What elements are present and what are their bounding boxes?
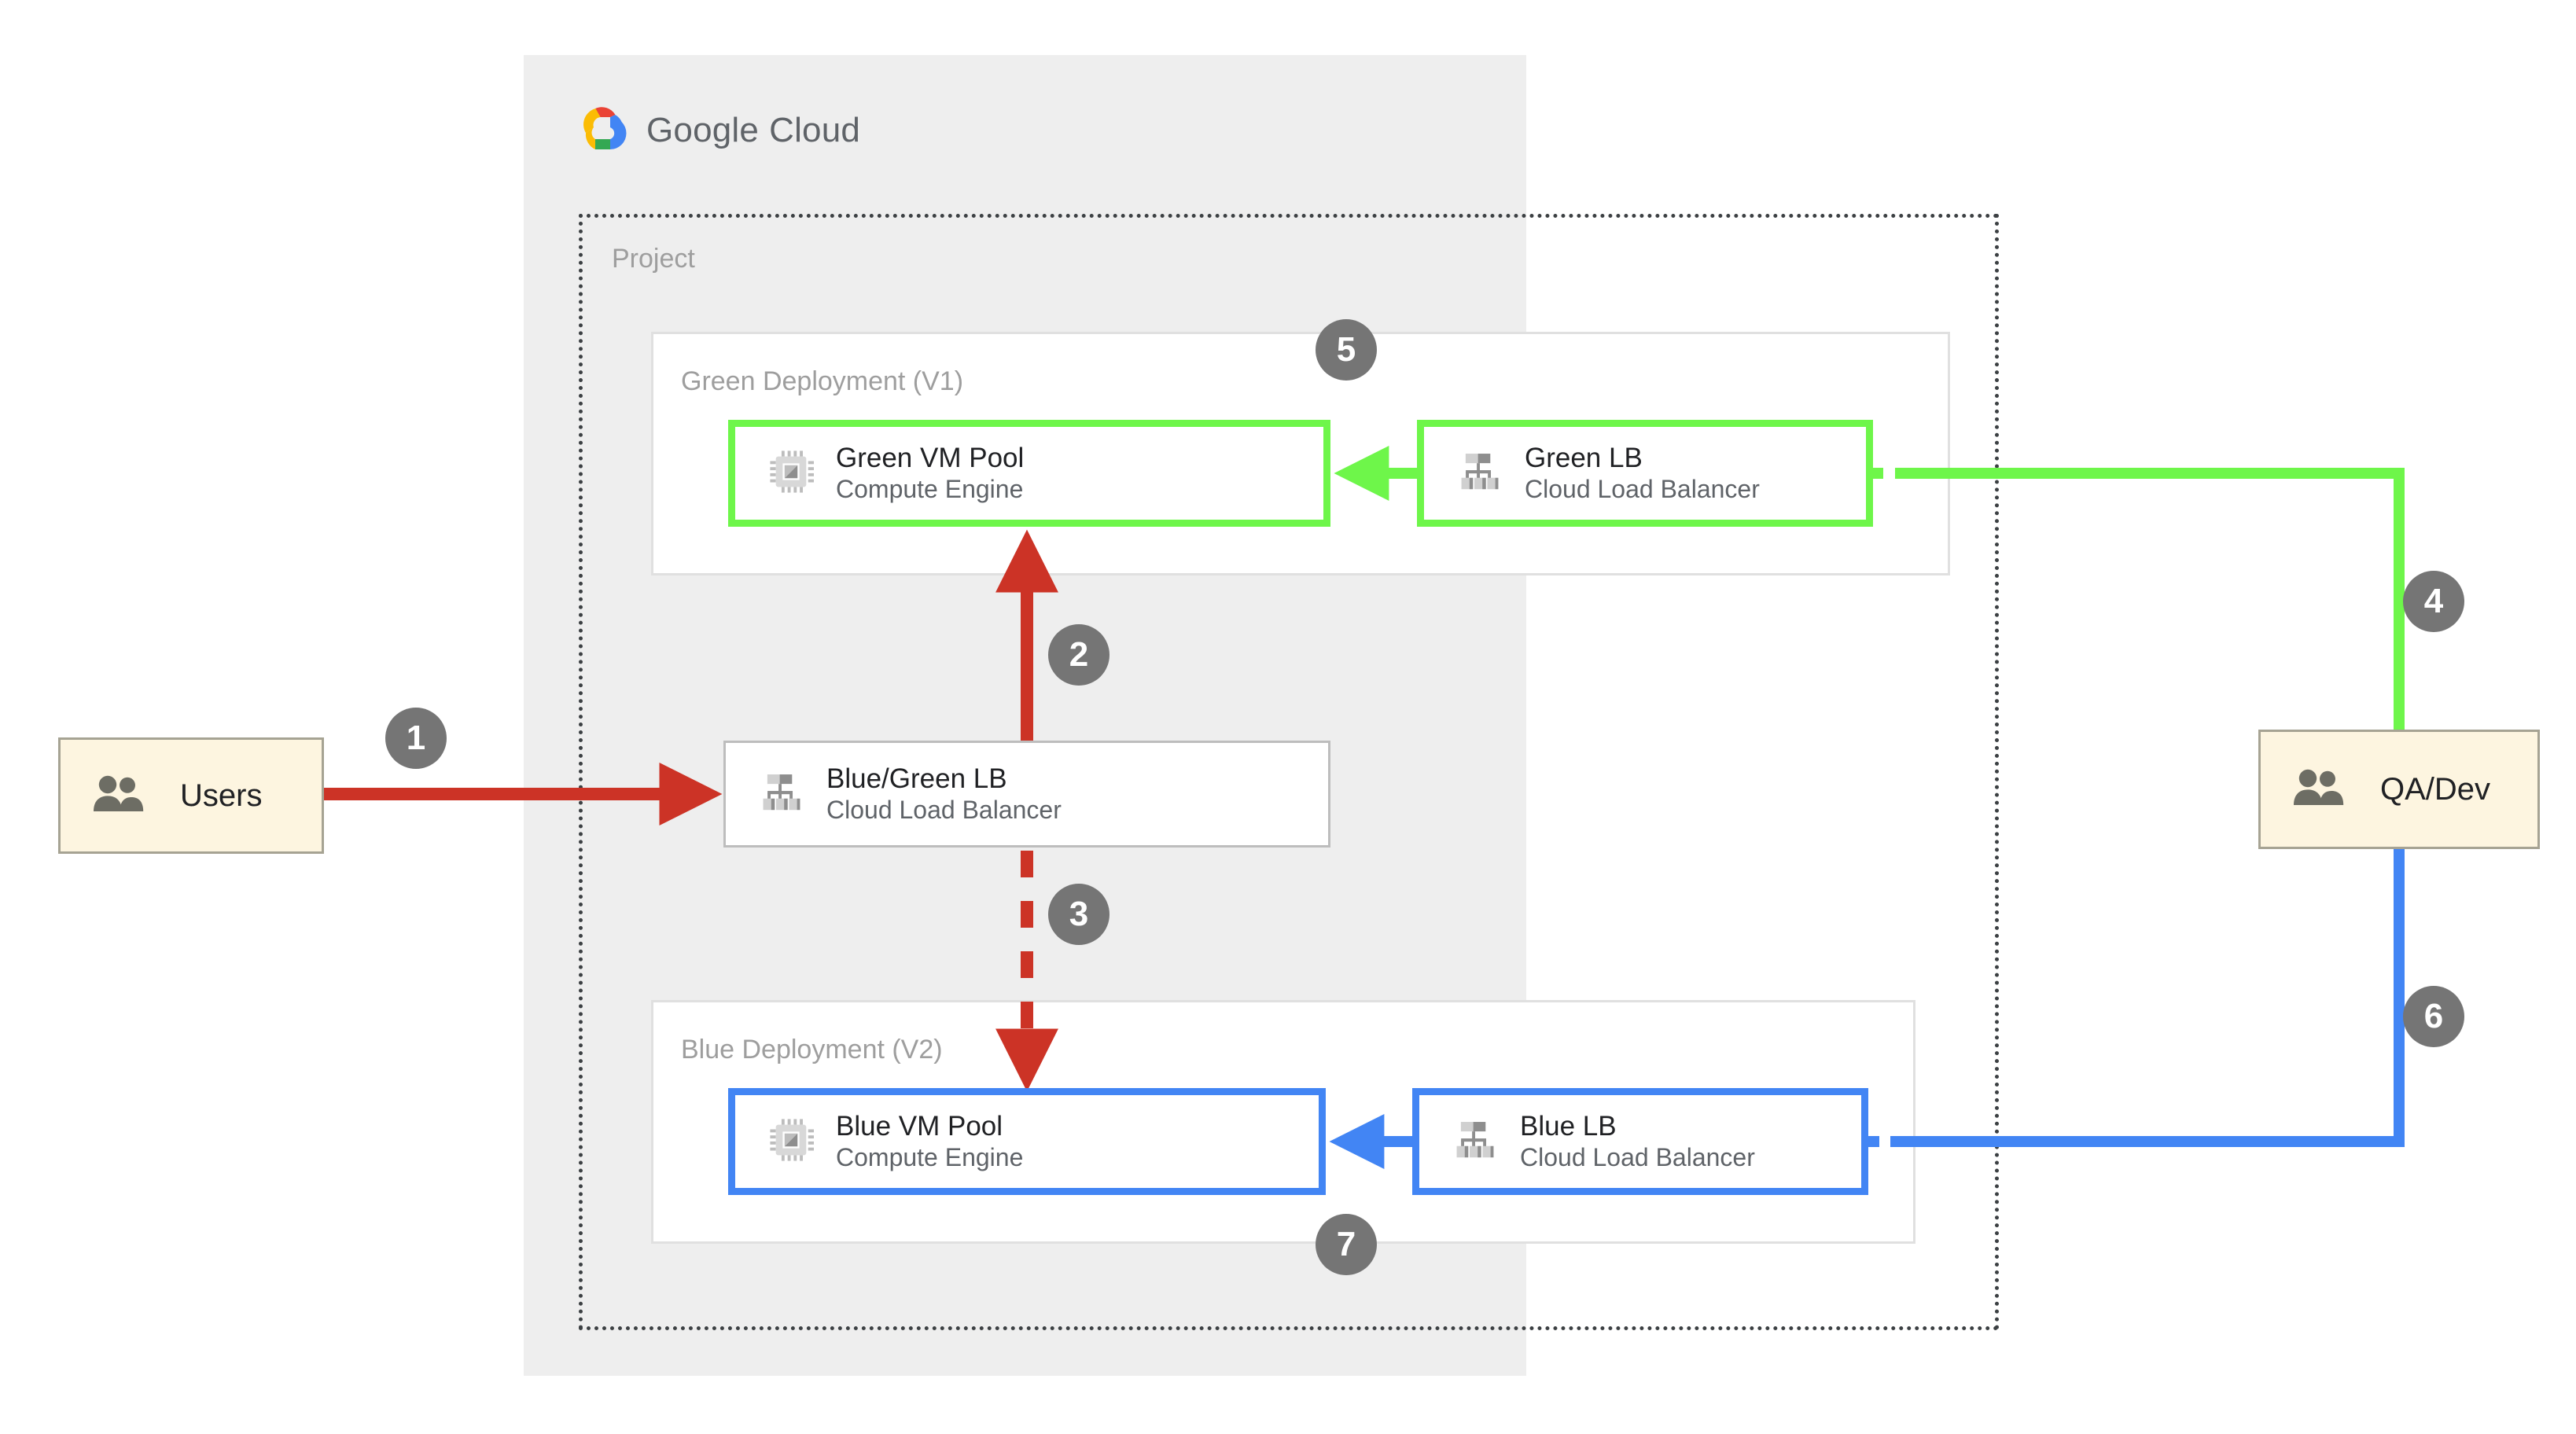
node-subtitle: Cloud Load Balancer bbox=[1525, 474, 1760, 503]
step-badge-3: 3 bbox=[1048, 884, 1110, 945]
actor-label: QA/Dev bbox=[2380, 771, 2491, 807]
green-deployment-label: Green Deployment (V1) bbox=[681, 366, 964, 396]
load-balancer-icon bbox=[759, 770, 804, 819]
step-badge-7: 7 bbox=[1316, 1214, 1377, 1275]
step-badge-4: 4 bbox=[2403, 571, 2464, 632]
node-title: Green VM Pool bbox=[836, 443, 1025, 474]
people-icon bbox=[92, 774, 145, 818]
people-icon bbox=[2292, 767, 2346, 812]
node-blue-vm-pool[interactable]: Blue VM Pool Compute Engine bbox=[728, 1088, 1326, 1195]
project-label: Project bbox=[612, 244, 695, 274]
actor-users[interactable]: Users bbox=[58, 737, 324, 854]
step-badge-1: 1 bbox=[385, 708, 447, 769]
compute-engine-icon bbox=[768, 1117, 814, 1167]
step-badge-6: 6 bbox=[2403, 986, 2464, 1047]
node-subtitle: Cloud Load Balancer bbox=[1520, 1142, 1755, 1171]
node-green-vm-pool[interactable]: Green VM Pool Compute Engine bbox=[728, 420, 1330, 527]
step-badge-5: 5 bbox=[1316, 319, 1377, 381]
node-title: Blue VM Pool bbox=[836, 1111, 1003, 1142]
actor-label: Users bbox=[180, 778, 263, 813]
google-cloud-logo-icon bbox=[579, 107, 631, 151]
brand-cloud: Cloud bbox=[769, 111, 861, 149]
node-bluegreen-lb[interactable]: Blue/Green LB Cloud Load Balancer bbox=[723, 741, 1330, 848]
load-balancer-icon bbox=[1457, 449, 1503, 498]
actor-qa-dev[interactable]: QA/Dev bbox=[2258, 730, 2540, 849]
node-green-lb[interactable]: Green LB Cloud Load Balancer bbox=[1417, 420, 1873, 527]
brand-google: Google bbox=[646, 111, 760, 149]
node-title: Green LB bbox=[1525, 443, 1643, 474]
step-badge-2: 2 bbox=[1048, 624, 1110, 686]
node-title: Blue/Green LB bbox=[826, 763, 1007, 795]
project-boundary bbox=[579, 214, 1999, 1330]
compute-engine-icon bbox=[768, 449, 814, 498]
load-balancer-icon bbox=[1452, 1117, 1498, 1167]
node-title: Blue LB bbox=[1520, 1111, 1617, 1142]
blue-deployment-label: Blue Deployment (V2) bbox=[681, 1035, 943, 1064]
node-blue-lb[interactable]: Blue LB Cloud Load Balancer bbox=[1412, 1088, 1868, 1195]
node-subtitle: Compute Engine bbox=[836, 1142, 1024, 1171]
node-subtitle: Cloud Load Balancer bbox=[826, 795, 1062, 824]
node-subtitle: Compute Engine bbox=[836, 474, 1024, 503]
